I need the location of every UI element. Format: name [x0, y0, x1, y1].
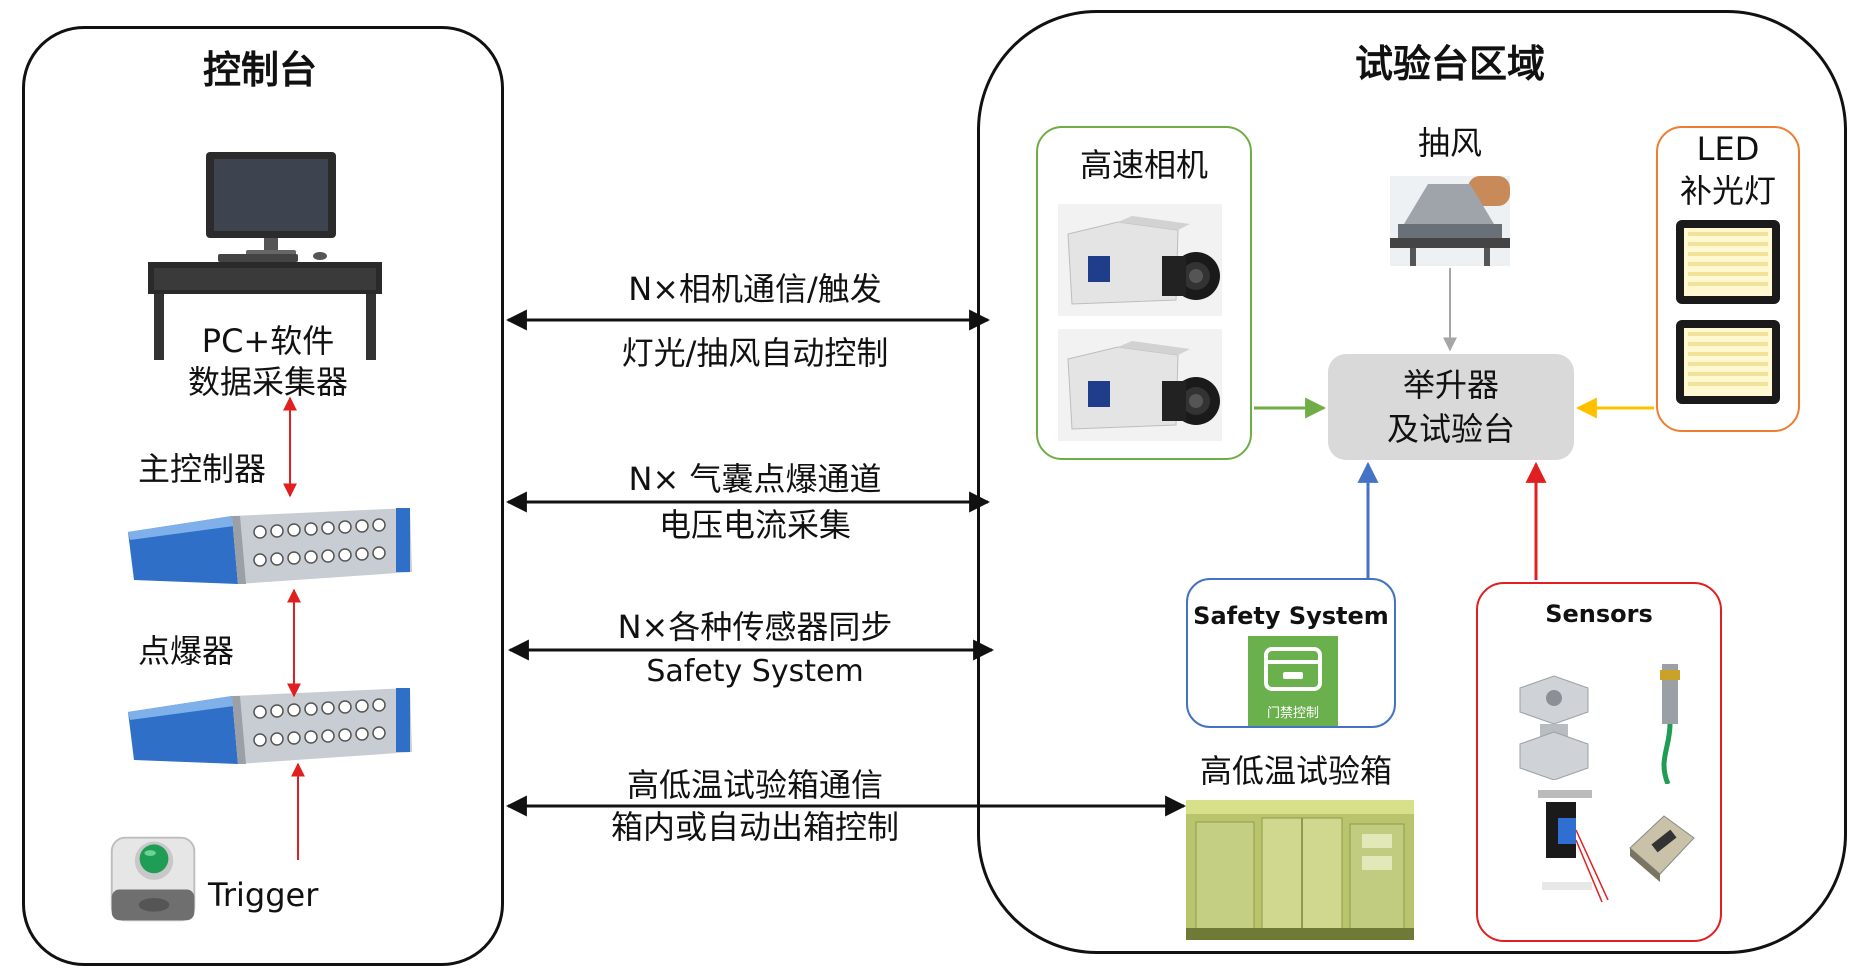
- led-label-line1: LED: [1696, 130, 1760, 168]
- pc-label-line2: 数据采集器: [187, 363, 348, 401]
- lifter-line2: 及试验台: [1386, 410, 1515, 448]
- access-control-caption: 门禁控制: [1266, 706, 1319, 721]
- access-card-icon: [1264, 647, 1322, 691]
- desktop-computer-icon: [148, 152, 382, 364]
- led-panel-icon: [1676, 320, 1780, 404]
- led-panel-icon: [1676, 220, 1780, 304]
- exhaust-hood-icon: [1390, 176, 1510, 266]
- test-area-title: 试验台区域: [1354, 42, 1545, 86]
- sensors-label: Sensors: [1545, 600, 1653, 628]
- control-console-title: 控制台: [202, 48, 317, 92]
- pc-label-line1: PC+软件: [201, 322, 335, 360]
- detonator-rack-chassis-icon: [128, 688, 412, 764]
- sensor-icon: [1660, 664, 1680, 784]
- link1-line1: N×相机通信/触发: [628, 270, 882, 308]
- lifter-line1: 举升器: [1402, 366, 1499, 404]
- exhaust-label: 抽风: [1417, 124, 1482, 162]
- sensor-icon: [1519, 675, 1589, 780]
- led-label-line2: 补光灯: [1679, 172, 1776, 210]
- main-controller-rack-chassis-icon: [128, 508, 412, 584]
- camera-label: 高速相机: [1079, 146, 1208, 184]
- link1-line2: 灯光/抽风自动控制: [621, 334, 889, 372]
- main-controller-label: 主控制器: [138, 450, 267, 488]
- climate-chamber-icon: [1186, 800, 1414, 940]
- high-speed-camera-icon: [1058, 204, 1222, 316]
- test-area-panel: [977, 10, 1847, 954]
- detonator-label: 点爆器: [138, 632, 235, 670]
- trigger-label: Trigger: [208, 876, 319, 914]
- control-console-panel: [22, 26, 504, 966]
- chamber-label: 高低温试验箱: [1199, 752, 1392, 790]
- push-button-icon[interactable]: [106, 830, 202, 926]
- lifter-test-bench-box: [1328, 354, 1574, 460]
- high-speed-camera-icon: [1058, 329, 1222, 441]
- sensor-icon: [1538, 790, 1609, 903]
- safety-system-label: Safety System: [1193, 602, 1389, 630]
- sensor-icon: [1629, 815, 1695, 882]
